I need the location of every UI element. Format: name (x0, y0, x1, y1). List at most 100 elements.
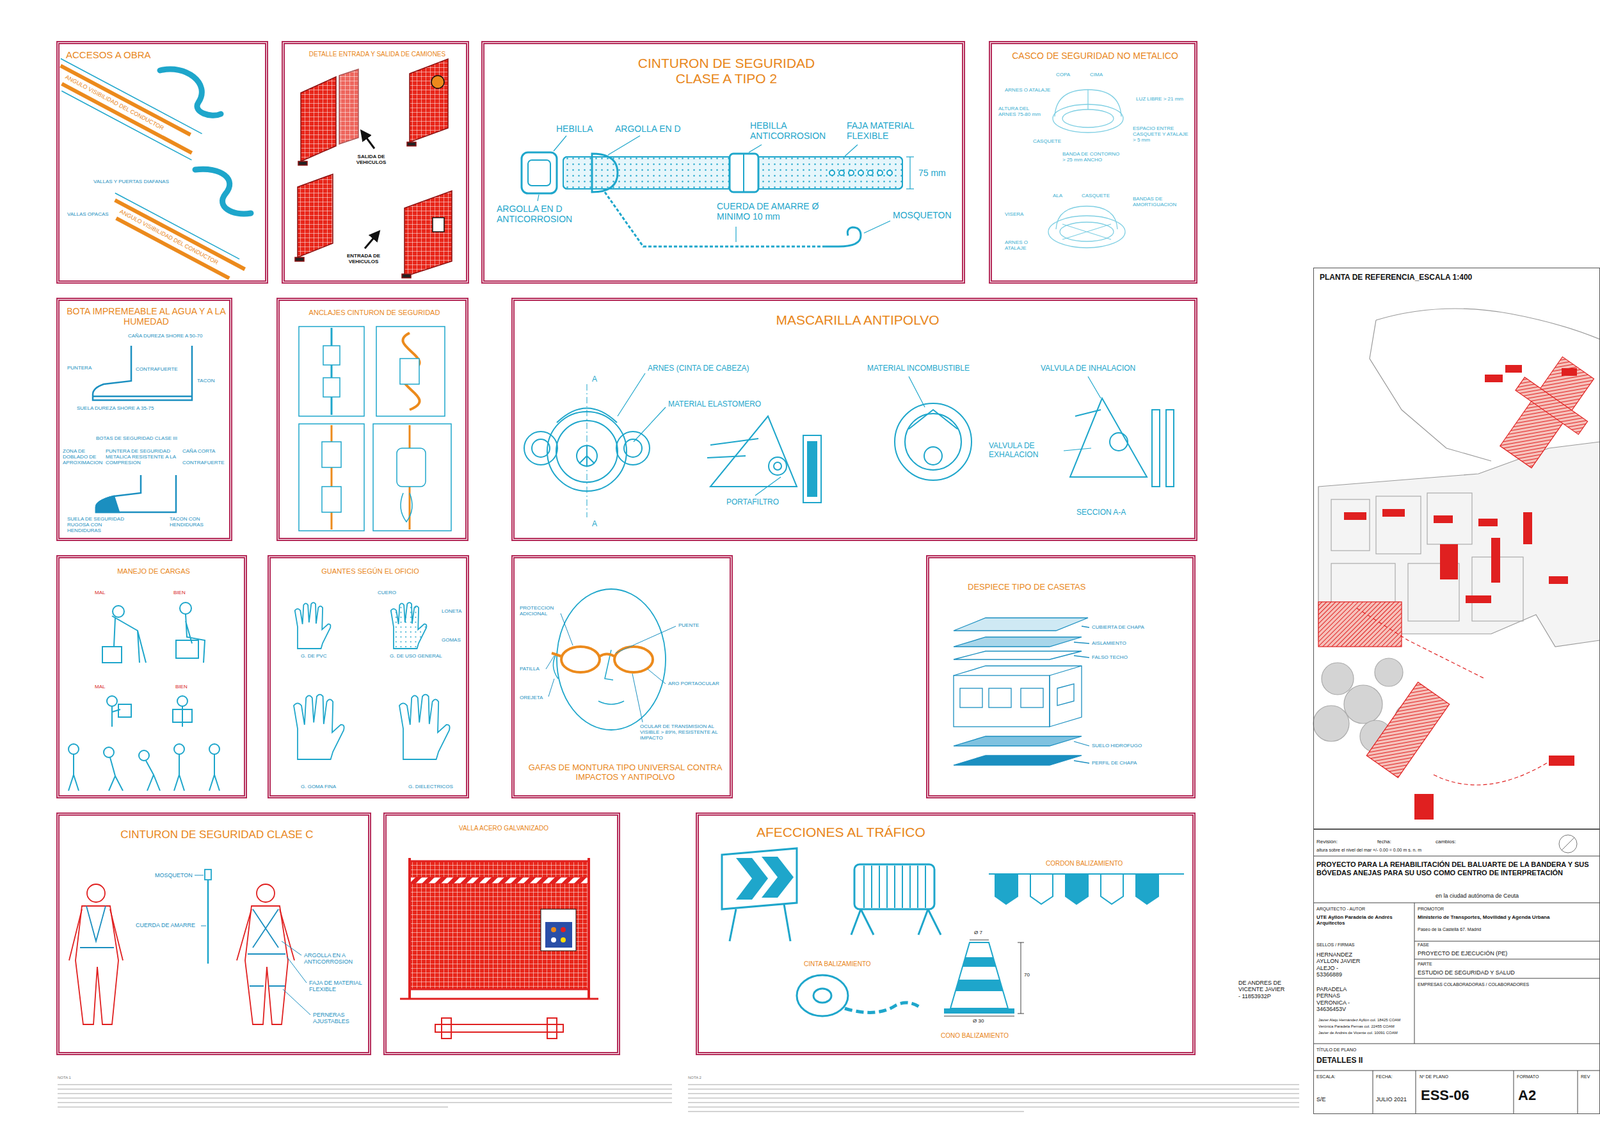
callout-label: CUBIERTA DE CHAPA (1091, 624, 1145, 630)
callout-label: MAL (94, 589, 105, 596)
traffic-elements (1020, 942, 1022, 1014)
reference-site-plan (1491, 537, 1501, 583)
callout-label: VALVULA DE INHALACION (1040, 364, 1136, 374)
gate-fences (404, 190, 452, 277)
site-hut-exploded (1073, 760, 1090, 763)
site-hut-exploded (1073, 655, 1090, 658)
harness-figures (281, 940, 302, 955)
callout-label: ENTRADA DE VEHICULOS (337, 252, 390, 265)
site-hut-exploded (953, 736, 1082, 746)
site-hut-exploded (1073, 625, 1090, 763)
traffic-elements (1017, 1013, 1024, 1014)
notes-text-lines (57, 1092, 672, 1094)
safety-belt (877, 170, 883, 176)
callout-label: MAL (94, 683, 105, 690)
boot-drawing (92, 345, 192, 400)
leader-lines (608, 135, 640, 155)
callout-label: ARNES O ATALAJE (1004, 87, 1051, 93)
title-block-field: Verónica Paradela Pernas col. 22455 COAM (1318, 1024, 1395, 1029)
anchor-frames (298, 326, 452, 531)
leader-lines (537, 194, 539, 201)
dust-mask (616, 431, 650, 465)
panel-title: PROYECTO PARA LA REHABILITACIÓN DEL BALU… (1316, 860, 1597, 877)
callout-label: MATERIAL ELASTOMERO (668, 400, 761, 409)
dust-mask (524, 384, 1174, 518)
callout-label: SECCION A-A (1076, 508, 1126, 518)
callout-label: ZONA DE DOBLADO DE APROXIMACION (62, 448, 103, 466)
traffic-elements (1136, 873, 1159, 904)
load-handling-figures (145, 760, 160, 791)
boot-drawing (96, 474, 176, 512)
face-with-goggles (560, 613, 573, 646)
face-with-goggles (615, 625, 676, 653)
panel-title: CINTURON DE SEGURIDAD CLASE A TIPO 2 (630, 55, 823, 87)
helmet-sketch (1062, 224, 1112, 240)
reference-site-plan (1376, 308, 1600, 340)
anchor-frames (321, 441, 342, 468)
reference-site-plan (1523, 512, 1533, 544)
leader-lines (1063, 448, 1092, 451)
title-block-field: FECHA: (1376, 1073, 1393, 1080)
callout-label: FAJA MATERIAL FLEXIBLE (846, 120, 943, 141)
access-road-bands (62, 83, 192, 153)
title-block-grid (1414, 940, 1600, 942)
reference-site-plan (1366, 681, 1449, 777)
glove-drawings (391, 602, 427, 649)
title-block-grid (1414, 958, 1600, 960)
gate-fences (409, 58, 448, 143)
callout-label: CASQUETE (1081, 192, 1110, 199)
detail-panel: DESPIECE TIPO DE CASETAS (926, 554, 1196, 799)
callout-label: ARO PORTAOCULAR (668, 680, 720, 687)
traffic-elements (944, 1015, 1015, 1017)
load-handling-figures (138, 750, 150, 761)
reference-site-plan (1548, 755, 1575, 766)
safety-belt (887, 170, 893, 176)
traffic-elements (950, 942, 1008, 1008)
load-handling-figures (68, 743, 79, 754)
face-with-goggles (545, 588, 676, 730)
steel-fence (545, 921, 573, 948)
notes-text-lines (688, 1096, 1300, 1099)
callout-label: 70 (1024, 971, 1030, 978)
harness-figures (194, 874, 311, 1015)
leader-lines (537, 135, 914, 242)
reference-site-plan (1515, 376, 1588, 434)
callout-label: PUENTE (678, 622, 699, 628)
traffic-elements (1017, 942, 1024, 943)
callout-label: SUELA DE SEGURIDAD RUGOSA CON HENDIDURAS (67, 515, 128, 534)
traffic-arrows (364, 231, 379, 249)
safety-belt (521, 152, 557, 194)
reference-site-plan (1484, 374, 1503, 383)
title-block-field: EMPRESAS COLABORADORAS / COLABORADORES (1417, 981, 1529, 987)
callout-label: ANGULO VISIBILIDAD DEL CONDUCTOR (118, 208, 220, 266)
steel-fence (409, 876, 589, 884)
harness-figures (69, 908, 123, 960)
note-heading: NOTA 1 (57, 1075, 72, 1080)
callout-label: LUZ LIBRE > 21 mm (1136, 96, 1184, 102)
traffic-elements (721, 848, 1184, 1016)
callout-label: CUERO (377, 589, 397, 596)
traffic-elements (796, 974, 848, 1016)
detail-panel: VALLA ACERO GALVANIZADO (383, 812, 621, 1055)
reference-site-plan (1427, 492, 1472, 544)
title-block-grid (1414, 902, 1416, 1044)
callout-label: CORDON BALIZAMIENTO (1045, 859, 1123, 868)
dust-mask (710, 416, 797, 487)
boot-drawing (96, 496, 120, 512)
traffic-elements (864, 865, 926, 908)
dust-mask (807, 441, 817, 496)
load-handling-figures (106, 695, 118, 706)
title-block-grid (1415, 1070, 1417, 1114)
title-block-field: JULIO 2021 (1376, 1095, 1407, 1103)
anchor-frames (396, 448, 426, 487)
panel-title: MASCARILLA ANTIPOLVO (729, 312, 986, 328)
anchor-frames (323, 377, 340, 397)
notes-text-lines (57, 1084, 1300, 1112)
notes-text-lines (688, 1092, 1300, 1094)
title-block-field: Ministerio de Transportes, Movilidad y A… (1417, 913, 1597, 920)
callout-label: CONTRAFUERTE (182, 459, 225, 466)
dust-mask (908, 409, 958, 429)
title-block-field: A2 (1518, 1086, 1536, 1103)
title-block-field: HERNANDEZ AYLLON JAVIER ALEJO - 53366889 (1316, 951, 1365, 978)
traffic-arrows (361, 131, 379, 249)
